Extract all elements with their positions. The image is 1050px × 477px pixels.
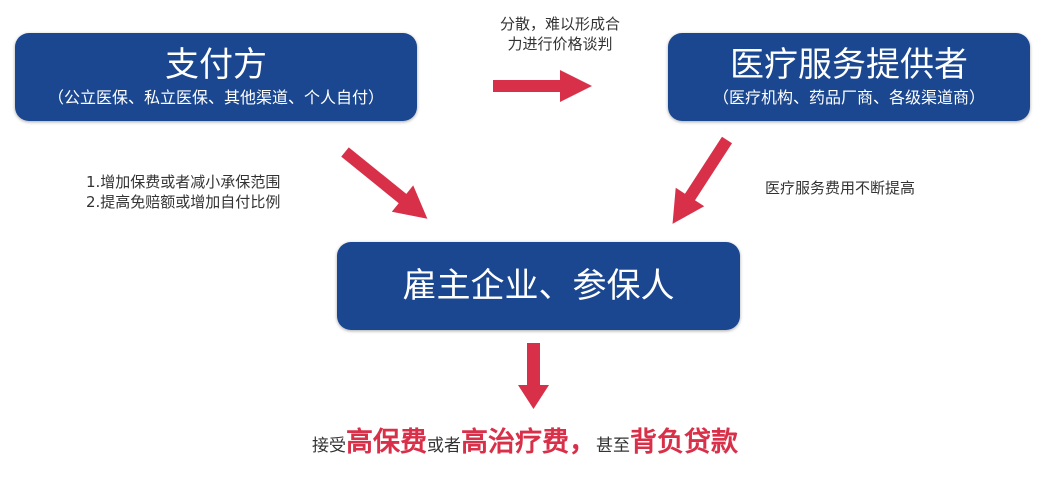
note-right: 医疗服务费用不断提高 bbox=[765, 179, 916, 197]
conclusion-highlight: 高保费 bbox=[346, 427, 427, 458]
note-left-line1: 1.增加保费或者减小承保范围 bbox=[86, 173, 281, 191]
employer-title: 雇主企业、参保人 bbox=[402, 266, 675, 306]
note-top-line1: 分散，难以形成合 bbox=[499, 15, 620, 33]
arrow-right bbox=[493, 70, 592, 102]
provider-box: 医疗服务提供者 （医疗机构、药品厂商、各级渠道商） bbox=[668, 33, 1030, 121]
conclusion-part: 甚至 bbox=[596, 436, 630, 456]
note-top-line2: 力进行价格谈判 bbox=[507, 35, 613, 53]
conclusion-part: 或者 bbox=[427, 436, 461, 456]
note-top: 分散，难以形成合 力进行价格谈判 bbox=[470, 14, 650, 54]
payer-title: 支付方 bbox=[165, 45, 267, 85]
conclusion-part: 接受 bbox=[312, 436, 346, 456]
payer-subtitle: （公立医保、私立医保、其他渠道、个人自付） bbox=[47, 88, 384, 107]
arrow-down bbox=[518, 343, 549, 409]
note-left: 1.增加保费或者减小承保范围 2.提高免赔额或增加自付比例 bbox=[86, 172, 280, 212]
provider-subtitle: （医疗机构、药品厂商、各级渠道商） bbox=[712, 88, 985, 107]
payer-box: 支付方 （公立医保、私立医保、其他渠道、个人自付） bbox=[15, 33, 417, 121]
arrow-diag-right bbox=[672, 136, 733, 224]
conclusion-text: 接受高保费或者高治疗费，甚至背负贷款 bbox=[0, 420, 1050, 459]
conclusion-highlight: 高治疗费， bbox=[461, 427, 596, 458]
arrow-diag-left bbox=[341, 147, 428, 219]
provider-title: 医疗服务提供者 bbox=[730, 45, 968, 85]
employer-box: 雇主企业、参保人 bbox=[337, 242, 740, 330]
note-left-line2: 2.提高免赔额或增加自付比例 bbox=[86, 193, 281, 211]
conclusion-highlight: 背负贷款 bbox=[630, 427, 738, 458]
